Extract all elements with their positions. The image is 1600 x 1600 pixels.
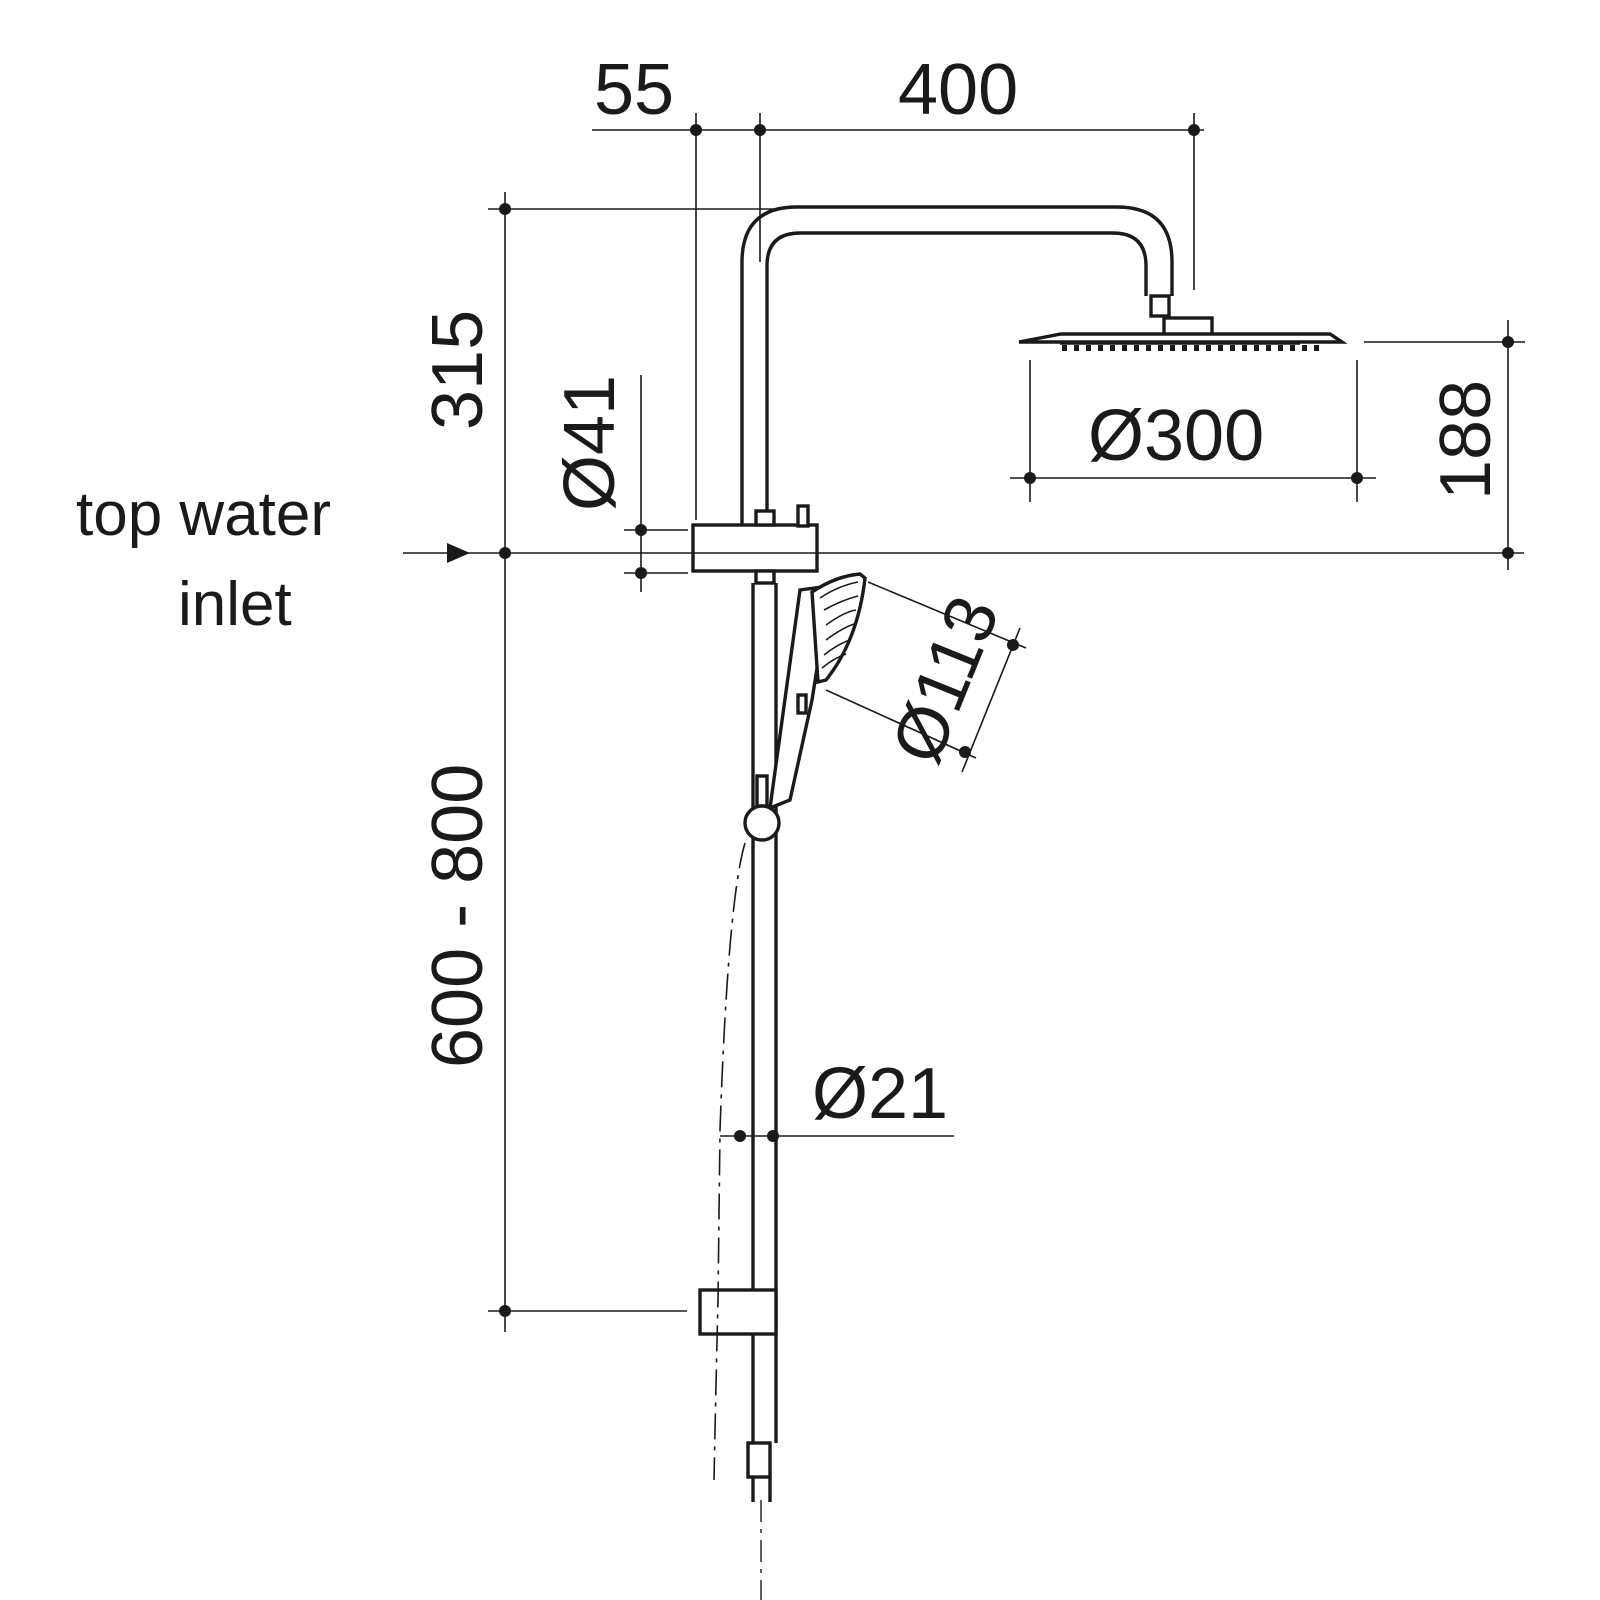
nozzle [1062,345,1067,351]
dim-rail-diameter [720,1130,954,1142]
dim-55: 55 [594,50,674,130]
nozzle [1278,345,1283,351]
dim-head-height [1364,320,1525,570]
lower-rail-bracket [698,1288,778,1336]
nozzle [1254,345,1259,351]
hand-shower [755,572,867,811]
nozzle [1110,345,1115,351]
inlet-label-line2: inlet [178,570,292,639]
shower-head-nozzles [1062,345,1319,351]
nozzle [1122,345,1127,351]
nozzle [1086,345,1091,351]
nozzle [1230,345,1235,351]
dim-188: 188 [1426,380,1506,500]
dim-600-800: 600 - 800 [418,764,498,1068]
nozzle [1074,345,1079,351]
dim-315: 315 [418,310,498,430]
inlet-label-line1: top water [76,480,331,549]
slide-rail [746,583,778,1600]
inlet-reference-line [403,543,1524,563]
nozzle [1218,345,1223,351]
nozzle [1242,345,1247,351]
dim-connector [624,375,688,592]
diverter-body [691,504,819,585]
nozzle [1098,345,1103,351]
dim-400: 400 [898,50,1018,130]
nozzle [1266,345,1271,351]
nozzle [1134,345,1139,351]
nozzle [1194,345,1199,351]
hand-shower-holder [743,804,781,842]
dim-top-horizontal [592,113,1204,520]
nozzle [1170,345,1175,351]
shower-head [1018,294,1348,351]
shower-arm [740,205,1174,525]
nozzle [1182,345,1187,351]
dim-d41: Ø41 [550,375,630,511]
nozzle [1146,345,1151,351]
nozzle [1206,345,1211,351]
dim-d113: Ø113 [877,586,1015,774]
dim-left-vertical [488,192,778,1332]
nozzle [1302,345,1307,351]
dim-d300: Ø300 [1088,396,1264,476]
nozzle [1290,345,1295,351]
nozzle [1158,345,1163,351]
dim-head-diameter [1010,360,1376,502]
nozzle [1314,345,1319,351]
hose-line [713,842,746,1481]
dim-d21: Ø21 [812,1054,948,1134]
dim-hand-shower [825,581,1027,773]
